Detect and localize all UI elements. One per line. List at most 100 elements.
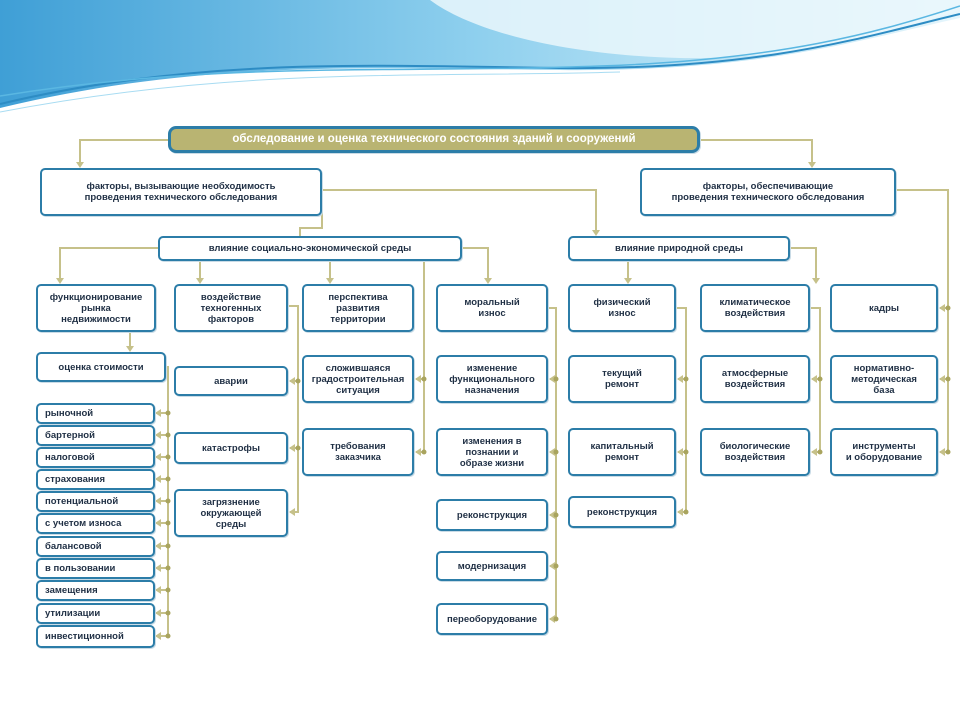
connector-dot <box>165 410 171 416</box>
connector-arrow <box>196 278 204 284</box>
capital-repair-box: капитальный ремонт <box>568 428 676 476</box>
cost-type-6: с учетом износа <box>36 513 155 534</box>
socio-economic-box: влияние социально-экономической среды <box>158 236 462 261</box>
connector-dot <box>945 305 951 311</box>
connector-arrow <box>155 453 161 461</box>
connector-line <box>462 247 489 282</box>
connector-arrow <box>549 562 555 570</box>
connector-dot <box>683 509 689 515</box>
physical-wear-box: физический износ <box>568 284 676 332</box>
connector-arrow <box>155 475 161 483</box>
connector-arrow <box>155 632 161 640</box>
customer-requirements-box: требования заказчика <box>302 428 414 476</box>
modernization-box: модернизация <box>436 551 548 581</box>
connector-arrow <box>56 278 64 284</box>
connector-arrow <box>155 497 161 505</box>
cost-type-9: замещения <box>36 580 155 601</box>
pollution-box: загрязнение окружающей среды <box>174 489 288 537</box>
connector-arrow <box>677 375 683 383</box>
catastrophes-box: катастрофы <box>174 432 288 464</box>
connector-line <box>790 247 817 282</box>
connector-dot <box>553 563 559 569</box>
urban-situation-box: сложившаяся градостроительная ситуация <box>302 355 414 403</box>
connector-dot <box>295 378 301 384</box>
connector-dot <box>553 449 559 455</box>
connector-arrow <box>939 375 945 383</box>
connector-arrow <box>549 375 555 383</box>
connector-dot <box>553 512 559 518</box>
cost-estimate-box: оценка стоимости <box>36 352 166 382</box>
reconstruction-box-physical: реконструкция <box>568 496 676 528</box>
technogenic-box: воздействие техногенных факторов <box>174 284 288 332</box>
connector-dot <box>295 445 301 451</box>
connector-arrow <box>811 375 817 383</box>
connector-dot <box>683 376 689 382</box>
connector-dot <box>165 520 171 526</box>
connector-dot <box>817 376 823 382</box>
cost-type-3: налоговой <box>36 447 155 468</box>
cost-type-8: в пользовании <box>36 558 155 579</box>
cost-type-11: инвестиционной <box>36 625 155 648</box>
connector-arrow <box>155 431 161 439</box>
connector-arrow <box>289 508 295 516</box>
cost-type-4: страхования <box>36 469 155 490</box>
connector-arrow <box>289 444 295 452</box>
connector-line <box>79 139 168 166</box>
connector-dot <box>945 449 951 455</box>
connector-arrow <box>155 542 161 550</box>
personnel-box: кадры <box>830 284 938 332</box>
connector-dot <box>165 565 171 571</box>
connector-arrow <box>76 162 84 168</box>
function-change-box: изменение функционального назначения <box>436 355 548 403</box>
connector-arrow <box>326 278 334 284</box>
connector-dot <box>421 376 427 382</box>
climate-box: климатическое воздействия <box>700 284 810 332</box>
connector-arrow <box>549 615 555 623</box>
cost-type-7: балансовой <box>36 536 155 557</box>
connector-arrow <box>808 162 816 168</box>
normative-base-box: нормативно- методическая база <box>830 355 938 403</box>
current-repair-box: текущий ремонт <box>568 355 676 403</box>
connector-dot <box>165 610 171 616</box>
connector-arrow <box>811 448 817 456</box>
re-equipment-box: переоборудование <box>436 603 548 635</box>
connector-line <box>299 210 323 236</box>
connector-dot <box>165 633 171 639</box>
connector-arrow <box>624 278 632 284</box>
diagram-title: обследование и оценка технического состо… <box>168 126 700 153</box>
natural-box: влияние природной среды <box>568 236 790 261</box>
instruments-box: инструменты и оборудование <box>830 428 938 476</box>
connector-dot <box>165 543 171 549</box>
connector-dot <box>165 498 171 504</box>
connector-arrow <box>939 448 945 456</box>
connector-arrow <box>155 519 161 527</box>
connector-dot <box>165 432 171 438</box>
connector-line <box>548 307 557 620</box>
connector-arrow <box>415 448 421 456</box>
cost-type-5: потенциальной <box>36 491 155 512</box>
connector-arrow <box>155 409 161 417</box>
connector-line <box>59 247 158 282</box>
connector-line <box>288 305 299 513</box>
factors-providing-box: факторы, обеспечивающие проведения техни… <box>640 168 896 216</box>
cost-type-2: бартерной <box>36 425 155 446</box>
connector-line <box>416 261 425 453</box>
connector-dot <box>817 449 823 455</box>
connector-arrow <box>939 304 945 312</box>
connector-arrow <box>155 609 161 617</box>
connector-arrow <box>677 448 683 456</box>
connector-dot <box>553 616 559 622</box>
prospects-box: перспектива развития территории <box>302 284 414 332</box>
connector-line <box>700 139 813 166</box>
connector-dot <box>165 587 171 593</box>
connector-dot <box>165 454 171 460</box>
connector-arrow <box>812 278 820 284</box>
biological-box: биологические воздействия <box>700 428 810 476</box>
market-box: функционирование рынка недвижимости <box>36 284 156 332</box>
factors-necessity-box: факторы, вызывающие необходимость провед… <box>40 168 322 216</box>
atmospheric-box: атмосферные воздействия <box>700 355 810 403</box>
connector-line <box>322 189 597 234</box>
connector-dot <box>165 476 171 482</box>
